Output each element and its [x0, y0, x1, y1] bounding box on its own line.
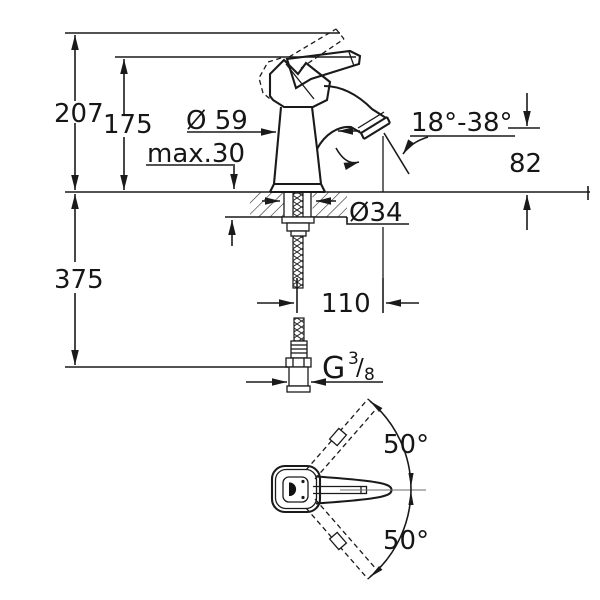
lever-handle: [285, 49, 362, 90]
dim-18-38-label: 18°-38°: [411, 108, 513, 138]
hose-nut: [285, 357, 312, 368]
counter-deck-section: [65, 186, 590, 225]
washer-flange: [281, 216, 315, 224]
swivel-angle-arc: [369, 400, 414, 578]
dim-375-label: 375: [54, 265, 104, 295]
knob-cavity-mark: [289, 482, 297, 496]
dim-supply-depth: 375: [54, 194, 288, 368]
arc-arrowhead: [408, 491, 414, 505]
dim-base-diameter: Ø 59: [186, 106, 360, 136]
dim-82-label: 82: [509, 149, 542, 179]
nut-step: [290, 230, 307, 237]
dim-thread: G 3 / 8: [246, 349, 383, 386]
arc-arrowhead: [370, 566, 383, 577]
lever-tip-marker: [328, 531, 348, 551]
dim-34-label: Ø34: [349, 198, 403, 228]
dim-overall-height: 207: [54, 32, 340, 190]
body-left-edge: [272, 106, 283, 185]
mounting-nut: [286, 222, 310, 232]
threaded-rod-lower: [293, 317, 305, 342]
dim-thread-label: G 3 / 8: [322, 349, 375, 386]
spout-top-edge: [323, 84, 387, 119]
dim-175-label: 175: [103, 110, 153, 140]
arc-arrowhead: [408, 473, 414, 487]
deck-hatch-right: [312, 192, 347, 217]
lever-swivel-lower-dashed: [305, 498, 378, 580]
base-plate: [269, 182, 326, 194]
deck-hatch-left: [250, 192, 284, 217]
front-view: 207 175 375 Ø 59 max.30: [54, 28, 590, 393]
dim-spout-angle: 18°-38°: [335, 108, 515, 175]
spout-bottom-edge: [316, 125, 362, 150]
flow-direction-line: [383, 132, 410, 175]
lever-tip-marker: [328, 427, 348, 447]
threaded-rod-upper: [292, 192, 304, 289]
lever-swivel-upper-dashed: [305, 398, 378, 480]
aerator: [357, 111, 391, 140]
knob-screw-dot: [301, 495, 305, 500]
hole-label-underline: [346, 217, 409, 225]
supply-hose: [288, 366, 309, 387]
dim-110-label: 110: [321, 289, 371, 319]
dim-hole-diameter: Ø34: [262, 197, 403, 228]
dim-max-mounting-thickness: max.30: [146, 139, 245, 246]
swivel-upper-label: 50°: [383, 430, 429, 460]
angle-swing-arrow: [335, 147, 360, 171]
lever-raised-position-dashed: [258, 28, 345, 100]
handle-knob: [270, 464, 322, 514]
faucet-body: [258, 28, 391, 194]
mounting-shank: [281, 191, 315, 393]
cartridge-cap: [268, 58, 332, 109]
arc-arrowhead: [370, 401, 383, 412]
dim-59-label: Ø 59: [186, 106, 248, 136]
dim-spout-outlet-height: 82: [508, 93, 542, 230]
hose-end-lip: [286, 385, 311, 393]
dim-projection: 110: [257, 278, 419, 319]
dim-max30-label: max.30: [147, 139, 245, 169]
knob-screw-dot: [301, 479, 305, 484]
swivel-lower-label: 50°: [383, 526, 429, 556]
dim-207-label: 207: [54, 99, 104, 129]
handle-plan-view: 50° 50°: [270, 398, 429, 580]
dim-body-height: 175: [103, 56, 356, 190]
